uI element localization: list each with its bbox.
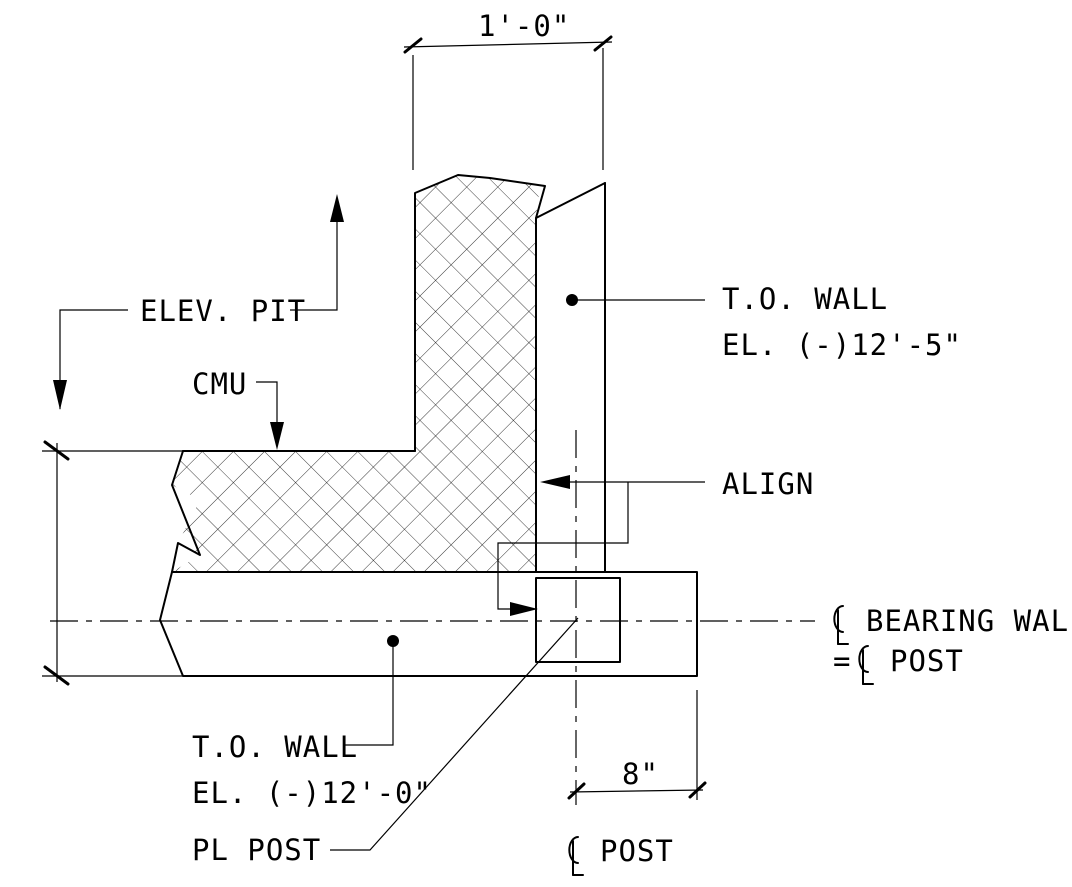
to-wall-lower-leader: T.O. WALL EL. (-)12'-0" bbox=[192, 635, 432, 810]
bearing-wall-label-2: = bbox=[833, 644, 851, 678]
bearing-wall-label-3: POST bbox=[890, 644, 964, 678]
align-label: ALIGN bbox=[722, 467, 814, 501]
pl-post-leader: PL POST bbox=[192, 617, 579, 867]
elev-pit-label: ELEV. PIT bbox=[140, 294, 306, 328]
align-leader: ALIGN bbox=[497, 467, 814, 616]
centerline-symbol-icon bbox=[568, 836, 584, 876]
to-wall-upper-label-1: T.O. WALL bbox=[722, 282, 888, 316]
dimension-top: 1'-0" bbox=[403, 9, 613, 170]
dimension-bottom: 8" bbox=[567, 690, 707, 800]
to-wall-upper-leader: T.O. WALL EL. (-)12'-5" bbox=[566, 282, 962, 362]
centerline-symbol-icon bbox=[858, 645, 874, 685]
to-wall-lower-label-2: EL. (-)12'-0" bbox=[192, 776, 432, 810]
to-wall-upper-label-2: EL. (-)12'-5" bbox=[722, 328, 962, 362]
elev-pit-section-cut: ELEV. PIT bbox=[53, 194, 344, 410]
centerline-symbol-icon bbox=[833, 605, 849, 645]
bearing-wall-centerline-label: BEARING WALL = POST bbox=[833, 604, 1072, 685]
bearing-wall-label-1: BEARING WALL bbox=[866, 604, 1072, 638]
dimension-left bbox=[42, 440, 183, 686]
cl-post-label: POST bbox=[568, 834, 674, 876]
pl-post-label: PL POST bbox=[192, 833, 321, 867]
dim-top-label: 1'-0" bbox=[478, 9, 570, 43]
cmu-leader: CMU bbox=[192, 367, 284, 450]
pl-post-plate bbox=[535, 577, 621, 663]
bearing-wall-lower bbox=[159, 571, 698, 677]
concrete-wall-upper bbox=[535, 182, 606, 573]
cmu-label: CMU bbox=[192, 367, 247, 401]
dim-bottom-label: 8" bbox=[622, 757, 659, 791]
cl-post-text: POST bbox=[600, 834, 674, 868]
to-wall-lower-label-1: T.O. WALL bbox=[192, 730, 358, 764]
